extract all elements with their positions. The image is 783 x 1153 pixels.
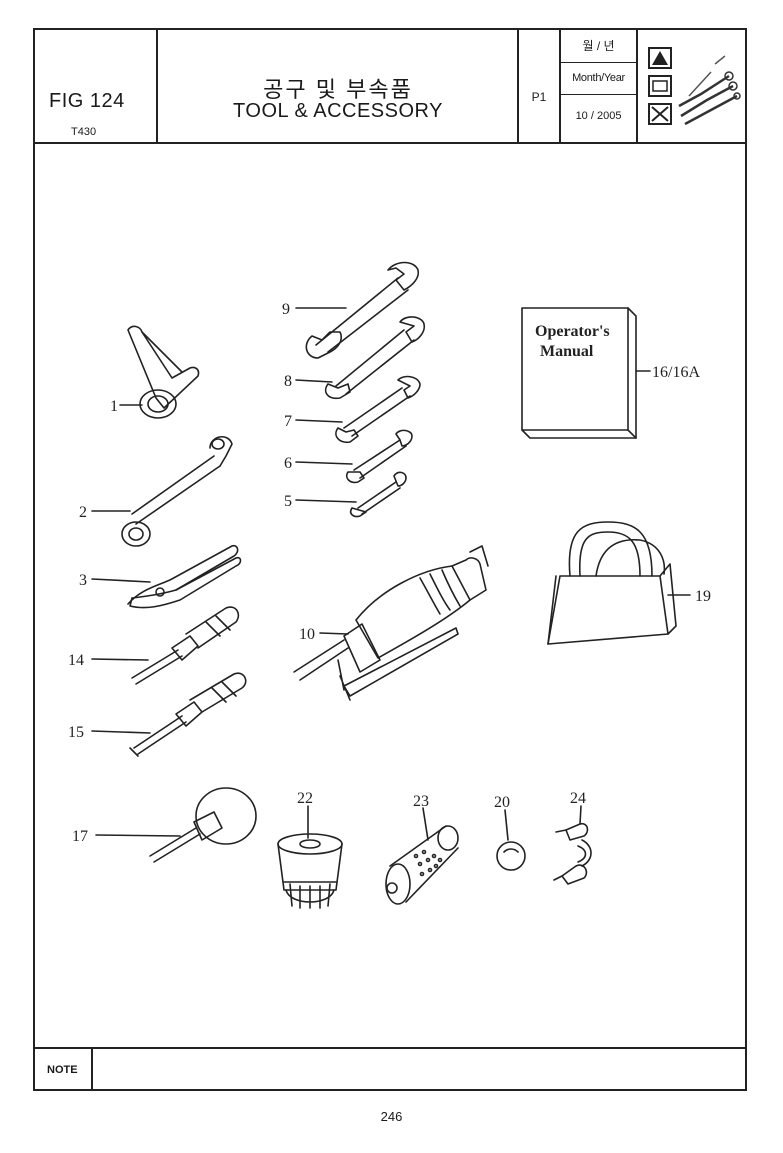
model-code: T430 xyxy=(71,126,97,138)
note-divider xyxy=(91,1049,93,1089)
header-divider xyxy=(156,28,158,142)
manual-title-line1: Operator's xyxy=(535,323,610,340)
header-rule xyxy=(561,94,636,95)
month-year-korean: 월 / 년 xyxy=(582,39,615,53)
plug-wrench-2 xyxy=(121,436,233,547)
header-divider xyxy=(559,28,561,142)
page-frame xyxy=(33,28,747,1091)
callout-19: 19 xyxy=(695,588,711,605)
callout-7: 7 xyxy=(284,413,292,430)
title-block: FIG 124 T430 공구 및 부속품 TOOL & ACCESSORY P… xyxy=(33,28,747,144)
figure-number: FIG 124 xyxy=(49,90,125,112)
callout-24: 24 xyxy=(570,790,586,807)
note-label: NOTE xyxy=(47,1064,78,1076)
month-year-label: Month/Year xyxy=(572,72,625,84)
callout-10: 10 xyxy=(299,626,315,643)
callout-9: 9 xyxy=(282,301,290,318)
callout-2: 2 xyxy=(79,504,87,521)
fuel-filter-23 xyxy=(385,825,459,905)
header-divider xyxy=(636,28,638,142)
screwdriver-15 xyxy=(129,672,247,757)
callout-3: 3 xyxy=(79,572,87,589)
key-ring-17 xyxy=(149,787,257,863)
callout-22: 22 xyxy=(297,790,313,807)
wrench-6 xyxy=(345,429,413,484)
page-code: P1 xyxy=(531,90,547,104)
wrench-5 xyxy=(349,471,407,518)
title-english: TOOL & ACCESSORY xyxy=(233,100,443,122)
callout-15: 15 xyxy=(68,724,84,741)
page-number: 246 xyxy=(380,1109,403,1124)
screwdriver-14 xyxy=(131,606,240,685)
operators-manual-16 xyxy=(521,307,637,439)
note-box: NOTE xyxy=(35,1047,745,1089)
callout-6: 6 xyxy=(284,455,292,472)
callout-14: 14 xyxy=(68,652,84,669)
pliers-3 xyxy=(127,544,242,609)
tool-section-logo xyxy=(648,47,741,126)
callout-17: 17 xyxy=(72,828,88,845)
tool-bag-19 xyxy=(547,521,677,645)
wrench-9 xyxy=(305,261,420,359)
callout-5: 5 xyxy=(284,493,292,510)
wrench-8 xyxy=(324,316,426,400)
box-spanner-1 xyxy=(127,325,200,419)
callout-1: 1 xyxy=(110,398,118,415)
callout-16: 16/16A xyxy=(652,364,700,381)
ball-part-20 xyxy=(496,841,526,871)
title-korean: 공구 및 부속품 xyxy=(263,77,413,102)
ignition-keys-24 xyxy=(553,822,592,885)
callout-23: 23 xyxy=(413,793,429,810)
month-year-value: 10 / 2005 xyxy=(575,110,622,122)
callout-20: 20 xyxy=(494,794,510,811)
grease-gun-10 xyxy=(293,545,489,701)
callout-8: 8 xyxy=(284,373,292,390)
manual-title-line2: Manual xyxy=(540,343,594,360)
header-rule xyxy=(561,62,636,63)
wrench-7 xyxy=(335,375,421,444)
oil-filter-22 xyxy=(277,833,343,909)
header-divider xyxy=(517,28,519,142)
